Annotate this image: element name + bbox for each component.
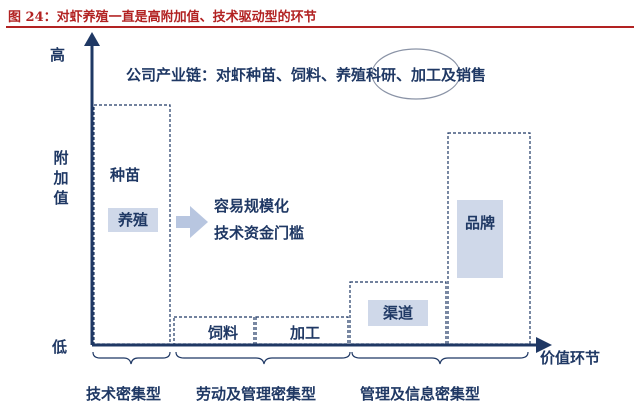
y-axis-title: 附加值	[53, 149, 69, 207]
feed-box	[173, 316, 255, 345]
brace-info	[351, 351, 529, 365]
processing-label: 加工	[290, 324, 321, 342]
brand-label: 品牌	[457, 200, 503, 278]
farming-label: 养殖	[108, 208, 158, 232]
processing-box	[255, 316, 349, 345]
block-arrow	[176, 206, 208, 238]
annotation-line1: 容易规模化	[214, 197, 290, 215]
brace-tech	[92, 351, 171, 365]
figure-header: 图 24：对虾养殖一直是高附加值、技术驱动型的环节	[6, 4, 634, 28]
seed-farming-box	[93, 104, 171, 345]
y-axis-arrowhead	[84, 32, 100, 46]
y-axis-low-label: 低	[52, 338, 68, 356]
category-tech: 技术密集型	[86, 385, 162, 403]
brand-box	[447, 132, 531, 345]
channel-box	[349, 281, 447, 345]
category-labor: 劳动及管理密集型	[196, 385, 317, 403]
y-axis-high-label: 高	[50, 46, 66, 64]
seed-label: 种苗	[110, 166, 141, 184]
channel-label: 渠道	[368, 300, 428, 326]
figure-title: 图 24：对虾养殖一直是高附加值、技术驱动型的环节	[8, 10, 317, 25]
industry-chain-text: 公司产业链：对虾种苗、饲料、养殖科研、加工及销售	[126, 66, 487, 84]
x-axis-arrowhead	[536, 337, 552, 353]
category-info: 管理及信息密集型	[360, 385, 481, 403]
feed-label: 饲料	[208, 324, 239, 342]
brace-labor	[175, 351, 351, 365]
x-axis-title: 价值环节	[540, 349, 601, 367]
annotation-line2: 技术资金门槛	[214, 224, 305, 242]
highlight-ellipse	[371, 48, 461, 100]
